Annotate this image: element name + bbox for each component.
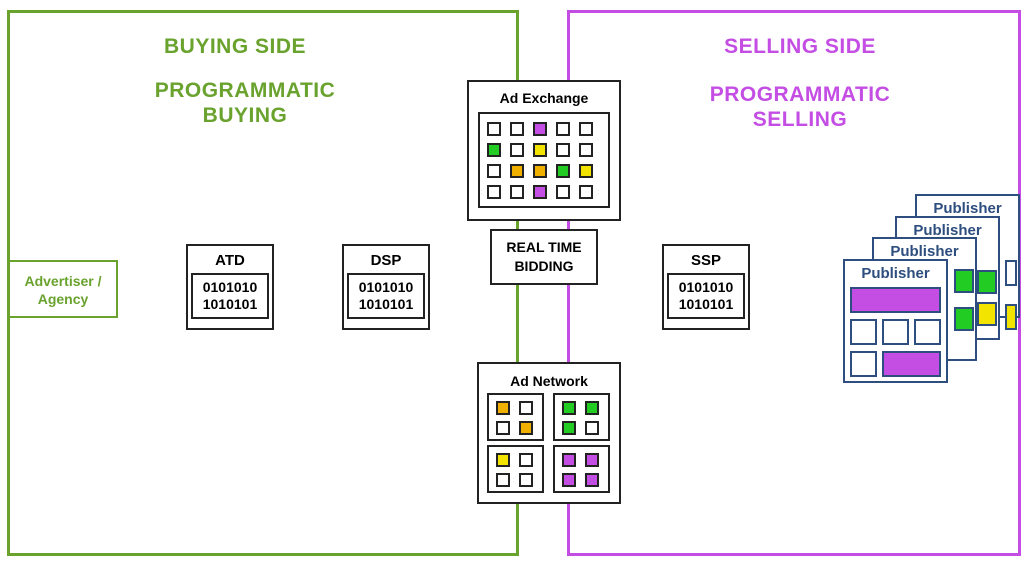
dsp-box: DSP 0101010 1010101 [342,244,430,330]
ad-network-cell-white [519,473,533,487]
dsp-label: DSP [370,252,402,269]
publisher-label: Publisher [933,200,1002,217]
advertiser-agency-box: Advertiser / Agency [8,260,118,318]
ad-exchange-cell-white [579,122,593,136]
ad-exchange-cell-orange [510,164,524,178]
publisher-ad-slot [850,319,877,345]
ad-network-group [553,393,610,441]
ad-network-cell-purple [562,453,576,467]
programmatic-selling-line1: PROGRAMMATIC [709,83,891,106]
ad-exchange-label: Ad Exchange [499,90,589,106]
ad-exchange-cell-white [556,143,570,157]
programmatic-buying-line1: PROGRAMMATIC [154,79,336,102]
ad-exchange-cell-white [510,143,524,157]
ad-exchange-cell-yellow [579,164,593,178]
ad-network-cell-orange [496,401,510,415]
ad-exchange-cell-purple [533,185,547,199]
publisher-ad-slot [914,319,941,345]
ad-network-cell-purple [562,473,576,487]
programmatic-buying-heading: PROGRAMMATIC BUYING [120,78,370,128]
ad-exchange-cell-white [579,143,593,157]
ad-exchange-cell-white [487,164,501,178]
selling-side-label: SELLING SIDE [724,35,876,58]
ad-network-cell-orange [519,421,533,435]
ad-network-cell-purple [585,453,599,467]
publisher-ad-slot [1005,304,1017,330]
ad-exchange-grid [487,122,608,199]
publisher-ad-slot [850,287,941,313]
ad-exchange-cell-white [579,185,593,199]
publisher-ad-slot [977,270,997,294]
publisher-card: Publisher [843,259,948,383]
ad-network-group [553,445,610,493]
ad-exchange-cell-white [487,185,501,199]
dsp-code-line1: 0101010 [358,279,414,295]
ad-exchange-cell-purple [533,122,547,136]
ad-network-label: Ad Network [510,373,588,389]
ad-exchange-cell-white [556,185,570,199]
buying-side-label: BUYING SIDE [163,35,307,58]
ad-network-cell-white [496,473,510,487]
rtb-line2: BIDDING [514,258,574,274]
ad-network-cell-white [519,401,533,415]
publisher-ad-slot [977,302,997,326]
ad-exchange-cell-green [556,164,570,178]
programmatic-selling-line2: SELLING [752,108,848,131]
ssp-code-line1: 0101010 [678,279,734,295]
ad-network-group [487,445,544,493]
ad-exchange-grid-frame [478,112,610,208]
dsp-code: 0101010 1010101 [347,273,425,319]
programmatic-buying-line2: BUYING [202,104,288,127]
agency-label: Agency [37,291,89,307]
atd-code-line1: 0101010 [202,279,258,295]
ad-network-cell-white [585,421,599,435]
publisher-ad-slot [954,269,974,293]
atd-code-line2: 1010101 [202,296,258,312]
ssp-box: SSP 0101010 1010101 [662,244,750,330]
advertiser-label: Advertiser / [24,273,102,289]
ssp-code-line2: 1010101 [678,296,734,312]
ad-exchange-cell-white [510,122,524,136]
publisher-label: Publisher [913,222,982,239]
ad-exchange-cell-white [510,185,524,199]
publisher-ad-slot [1005,260,1017,286]
publisher-label: Publisher [861,265,930,282]
publisher-ad-slot [882,319,909,345]
ad-network-cell-white [519,453,533,467]
publisher-ad-slot [882,351,941,377]
ad-network-box: Ad Network [477,362,621,504]
ad-exchange-cell-orange [533,164,547,178]
ad-network-group [487,393,544,441]
rtb-line1: REAL TIME [506,239,582,255]
atd-box: ATD 0101010 1010101 [186,244,274,330]
dsp-code-line2: 1010101 [358,296,414,312]
ad-exchange-cell-white [556,122,570,136]
ad-network-cell-green [562,421,576,435]
ad-exchange-cell-white [487,122,501,136]
ad-exchange-box: Ad Exchange [467,80,621,221]
ad-network-cell-white [496,421,510,435]
publisher-label: Publisher [890,243,959,260]
publisher-ad-slot [954,307,974,331]
ad-network-cell-green [585,401,599,415]
programmatic-selling-heading: PROGRAMMATIC SELLING [680,82,920,132]
ssp-code: 0101010 1010101 [667,273,745,319]
ad-network-cell-green [562,401,576,415]
ad-network-cell-purple [585,473,599,487]
real-time-bidding-box: REAL TIME BIDDING [490,229,598,285]
ad-exchange-cell-yellow [533,143,547,157]
ssp-label: SSP [690,252,721,269]
ad-exchange-cell-green [487,143,501,157]
publisher-ad-slot [850,351,877,377]
atd-label: ATD [215,252,245,269]
atd-code: 0101010 1010101 [191,273,269,319]
ad-network-cell-yellow [496,453,510,467]
